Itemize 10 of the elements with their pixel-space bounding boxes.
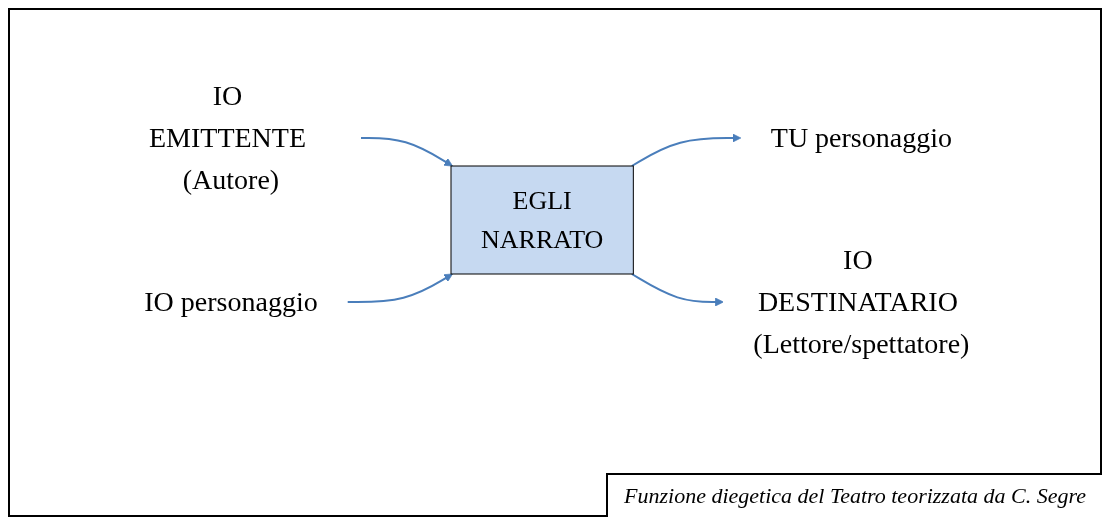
node-text: IO DESTINATARIO (Lettore/spettatore) (753, 244, 970, 359)
arrow (630, 273, 724, 307)
arrow (630, 133, 741, 167)
node-text: TU personaggio (770, 122, 952, 153)
node-text: IO EMITTENTE (Autore) (148, 80, 306, 195)
arrow (346, 273, 453, 303)
arrow (359, 137, 453, 167)
node-text: IO personaggio (144, 286, 318, 317)
caption: Funzione diegetica del Teatro teorizzata da C. Segre (606, 473, 1102, 517)
node-box: EGLI NARRATO (450, 165, 634, 275)
